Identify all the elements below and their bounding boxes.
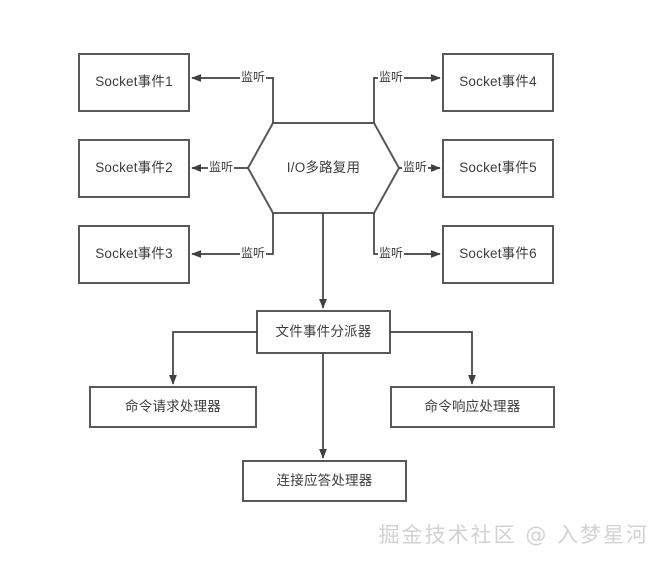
edge-label-listen-socket-5: 监听: [402, 160, 429, 174]
edge-hexagon-to-socket-3: [191, 213, 274, 258]
edge-label-listen-socket-3: 监听: [240, 246, 267, 260]
node-socket-event-4[interactable]: [442, 53, 554, 112]
node-io-multiplexing[interactable]: [246, 122, 401, 214]
node-socket-event-5[interactable]: [442, 139, 554, 198]
edge-label-listen-socket-1: 监听: [240, 70, 267, 84]
node-command-request-handler[interactable]: [89, 386, 257, 428]
node-command-response-handler[interactable]: [390, 386, 555, 428]
edge-dispatcher-to-command-request-handler: [169, 331, 257, 385]
edge-label-listen-socket-2: 监听: [208, 160, 235, 174]
edge-label-listen-socket-6: 监听: [378, 246, 405, 260]
node-socket-event-2[interactable]: [78, 139, 190, 198]
node-file-event-dispatcher[interactable]: [256, 310, 391, 354]
edge-hexagon-to-socket-6: [373, 213, 441, 258]
node-socket-event-1[interactable]: [78, 53, 190, 112]
edge-label-listen-socket-4: 监听: [378, 70, 405, 84]
edge-hexagon-to-socket-1: [191, 74, 274, 123]
node-socket-event-6[interactable]: [442, 225, 554, 284]
edge-hexagon-to-socket-4: [373, 74, 441, 123]
edge-dispatcher-to-command-response-handler: [390, 331, 476, 385]
node-socket-event-3[interactable]: [78, 225, 190, 284]
node-connection-accept-handler[interactable]: [242, 460, 407, 502]
watermark-text: 掘金技术社区 @ 入梦星河: [378, 523, 649, 547]
